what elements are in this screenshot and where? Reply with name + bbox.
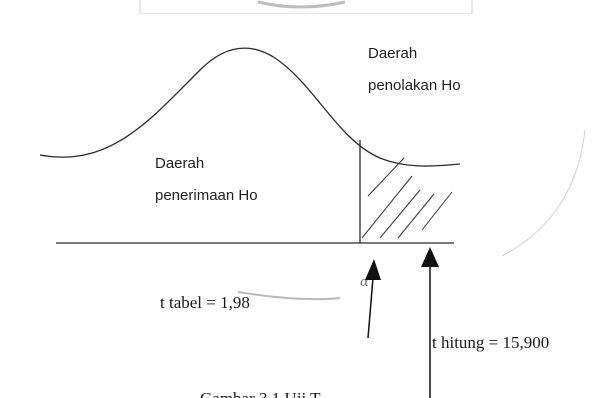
hatch-line xyxy=(379,189,421,239)
distribution-curve xyxy=(39,47,461,167)
watermark-arc-bottom xyxy=(237,291,341,301)
acceptance-region-label-line1: Daerah xyxy=(155,155,204,172)
alpha-label: α xyxy=(360,275,369,290)
hatch-line xyxy=(421,191,453,231)
watermark-arc-right xyxy=(497,129,586,259)
rejection-region-label-line1: Daerah xyxy=(368,45,417,62)
t-hitung-label: t hitung = 15,900 xyxy=(432,333,549,352)
acceptance-region-label-line2: penerimaan Ho xyxy=(155,187,258,204)
hatch-line xyxy=(361,175,413,239)
t-tabel-arrow xyxy=(365,259,381,339)
watermark-top-box xyxy=(139,0,473,15)
diagram-area xyxy=(8,14,502,284)
figure-caption: Gambar 3.1 Uji T xyxy=(200,389,321,398)
t-hitung-arrow xyxy=(421,247,439,398)
rejection-hatching xyxy=(361,157,453,239)
rejection-region-label-line2: penolakan Ho xyxy=(368,77,461,94)
t-tabel-label: t tabel = 1,98 xyxy=(160,293,250,312)
hatch-line xyxy=(397,193,435,239)
hatch-line xyxy=(367,157,405,197)
